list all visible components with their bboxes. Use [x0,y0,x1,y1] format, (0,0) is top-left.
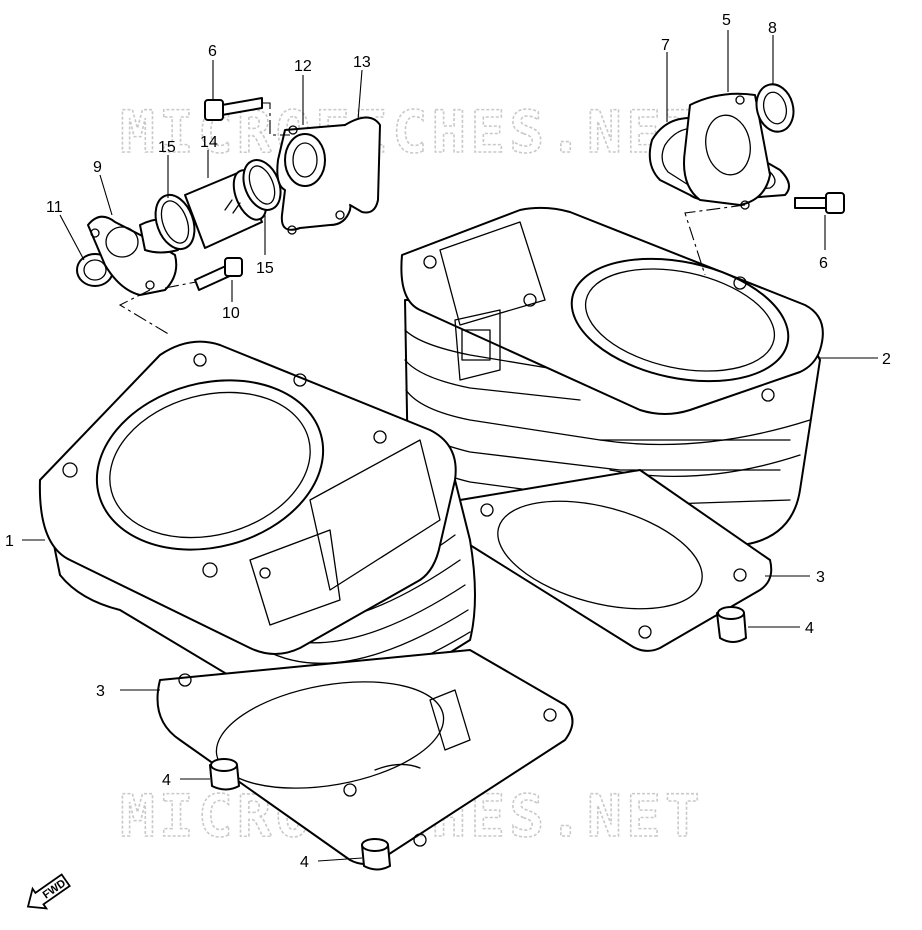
gasket-8 [755,83,795,133]
callout-6-left: 6 [208,43,217,60]
hose-clamp-lower [154,193,196,251]
callout-4-right: 4 [805,620,814,637]
callout-4-bottom: 4 [300,854,309,871]
dowel-pin-bottom [361,838,391,871]
leader-lines [22,30,878,862]
callout-9: 9 [93,159,102,176]
assembly-line-front [118,289,171,336]
bolt-6-right [794,192,845,214]
callout-15-right: 15 [256,260,274,277]
callout-6-right: 6 [819,255,828,272]
bolt-6-left [204,97,263,121]
callout-5: 5 [722,12,731,29]
pipe-5 [683,92,771,210]
bolt-10 [194,257,243,291]
front-cylinder [38,340,476,719]
callout-3-left: 3 [96,683,105,700]
assembly-line-bolt10 [164,281,197,289]
callout-1: 1 [5,533,14,550]
housing-gasket-13 [344,116,381,214]
callout-3-right: 3 [816,569,825,586]
callout-4-left: 4 [162,772,171,789]
assembly-line-bolt [262,102,290,136]
callout-8: 8 [768,20,777,37]
callout-15-left: 15 [158,139,176,156]
fwd-direction-badge: FWD [26,873,71,910]
dowel-pin-left [209,758,240,791]
rear-cylinder [400,206,824,548]
callout-2: 2 [882,351,891,368]
callout-14: 14 [200,134,218,151]
fwd-arrow-icon [26,873,71,910]
dowel-pin-right [716,606,747,643]
callout-12: 12 [294,58,312,75]
callout-13: 13 [353,54,371,71]
callout-10: 10 [222,305,240,322]
assembly-line-rear [684,204,746,276]
callout-11: 11 [46,199,63,216]
callout-7: 7 [661,37,670,54]
